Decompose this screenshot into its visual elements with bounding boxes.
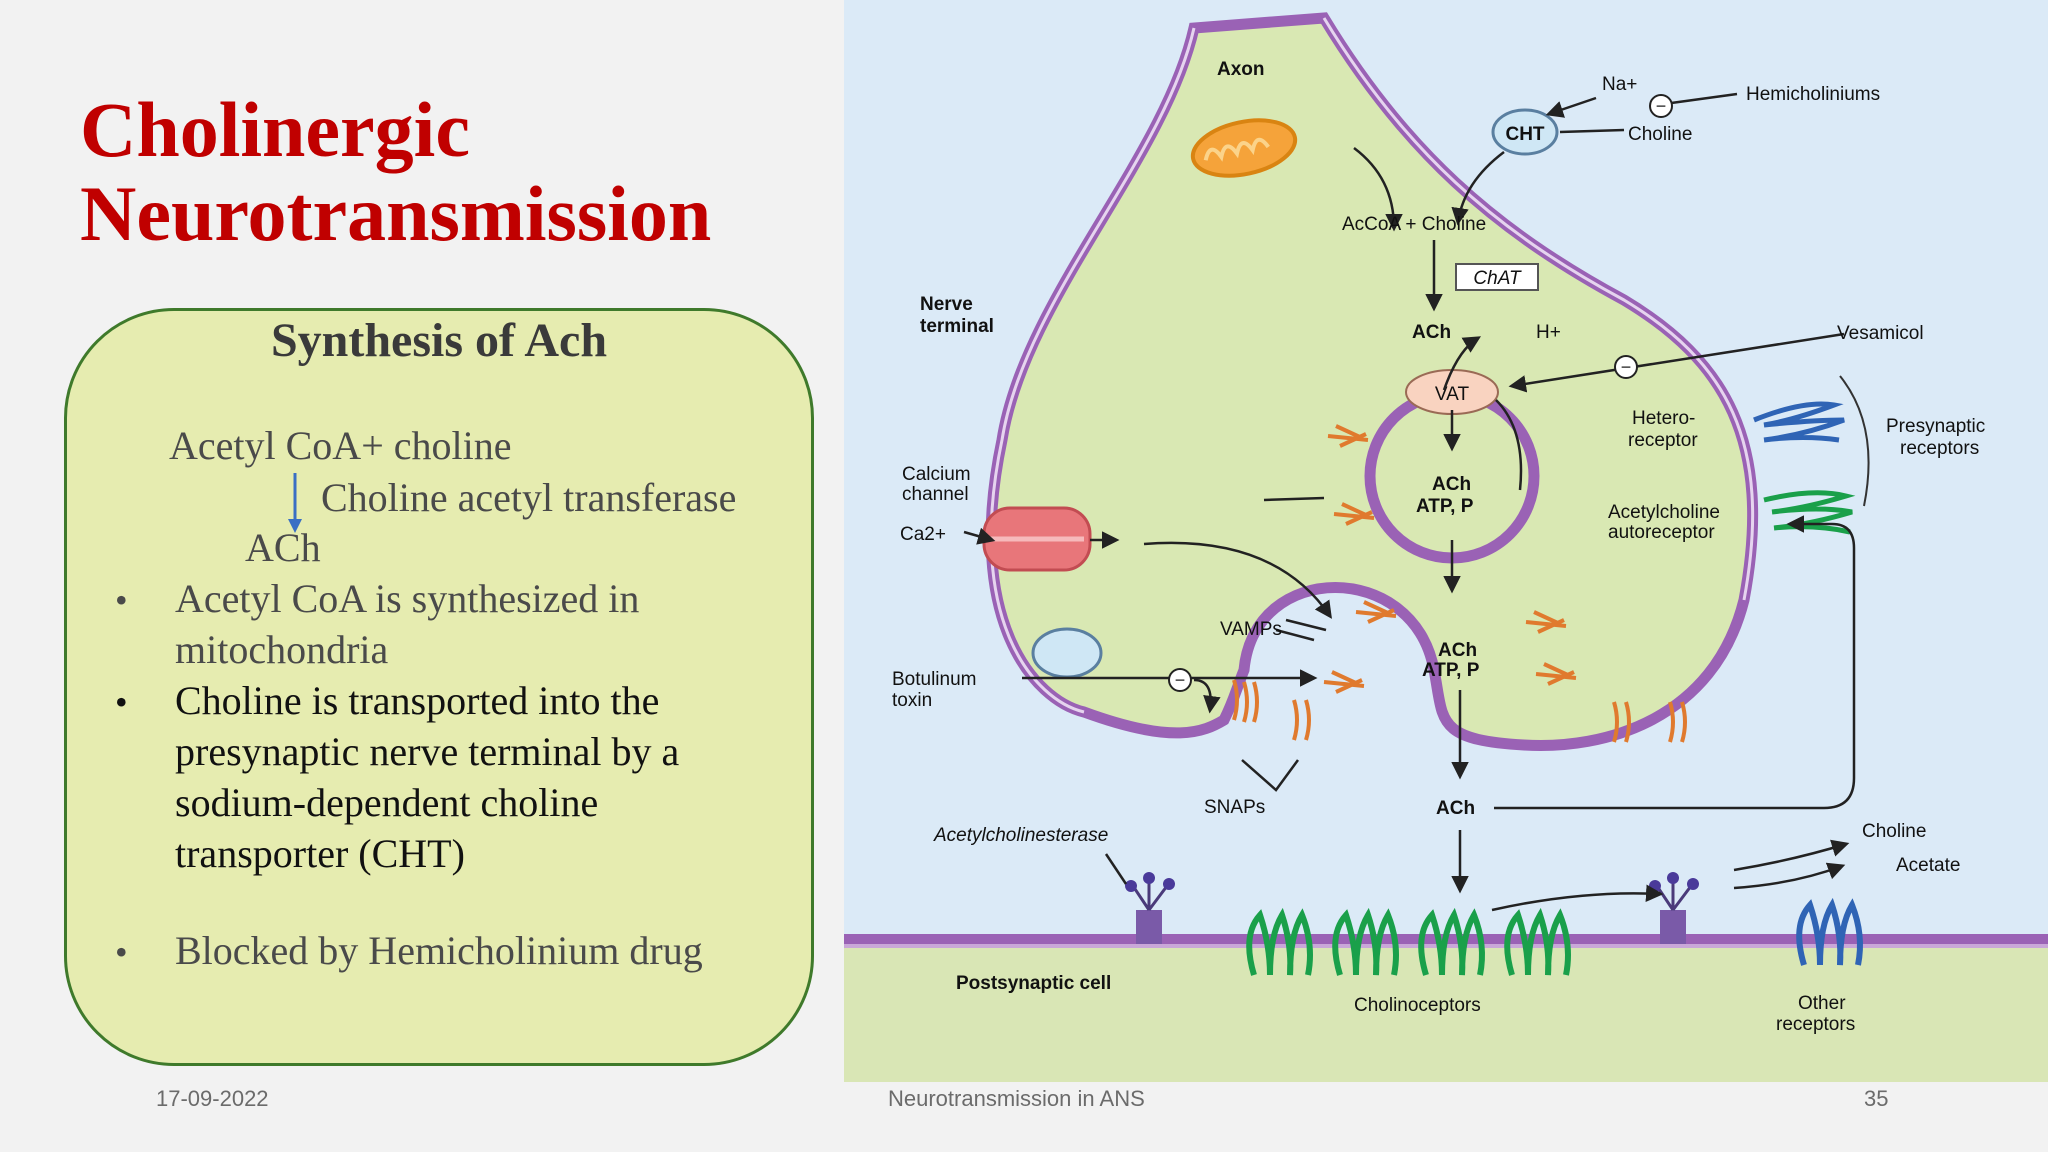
diagram-labels: Axon Na+ Hemicholiniums Choline AcCoA + … — [892, 59, 1985, 1035]
calcium-channel-icon — [982, 506, 1092, 572]
mitochondrion-icon — [1190, 118, 1298, 178]
cht-label: CHT — [1505, 124, 1544, 145]
ach-cleft-label: ACh — [1436, 798, 1475, 819]
presynaptic-label-2: receptors — [1900, 438, 1979, 459]
equation-substrate: Acetyl CoA+ choline — [169, 423, 512, 468]
bullet-text: Choline is transported into the presynap… — [175, 675, 679, 879]
other-receptors-label-2: receptors — [1776, 1014, 1855, 1035]
cht-transporter — [1491, 108, 1559, 156]
calcium-label-2: channel — [902, 484, 969, 505]
snaps-label: SNAPs — [1204, 797, 1265, 818]
vesicle-atp-label: ATP, P — [1416, 496, 1474, 517]
bullet-1-line-2: mitochondria — [175, 627, 389, 672]
presynaptic-label-1: Presynaptic — [1886, 416, 1985, 437]
acetylcholinesterase-icon — [1649, 872, 1699, 944]
bullet-2-line-1: Choline is transported into the — [175, 678, 660, 723]
vesamicol-label: Vesamicol — [1837, 323, 1924, 344]
inhibition-icon: − — [1649, 94, 1673, 118]
bullet-2-line-4: transporter (CHT) — [175, 831, 465, 876]
axon-label: Axon — [1217, 59, 1265, 80]
choline-bottom-label: Choline — [1862, 821, 1926, 842]
botulinum-label-1: Botulinum — [892, 669, 977, 690]
bullet-marker: • — [115, 682, 128, 722]
heteroreceptor-label-2: receptor — [1628, 430, 1698, 451]
page-number: 35 — [1864, 1086, 1889, 1111]
bullet-1-line-1: Acetyl CoA is synthesized in — [175, 576, 640, 621]
bullet-2-line-3: sodium-dependent choline — [175, 780, 599, 825]
equation-enzyme: Choline acetyl transferase — [321, 475, 737, 520]
chat-box — [1455, 263, 1539, 291]
svg-text:−: − — [1175, 670, 1186, 690]
cholinoceptor-icons — [1246, 907, 1571, 976]
footer-title: Neurotransmission in ANS — [888, 1086, 1145, 1111]
svg-text:−: − — [1656, 96, 1667, 116]
svg-text:−: − — [1621, 357, 1632, 377]
bullet-2-line-2: presynaptic nerve terminal by a — [175, 729, 680, 774]
inhibition-icon: − — [1168, 668, 1192, 692]
other-receptors-label-1: Other — [1798, 993, 1846, 1014]
heteroreceptor-label-1: Hetero- — [1632, 408, 1695, 429]
equation-product: ACh — [245, 525, 321, 570]
title-line-1: Cholinergic — [80, 86, 470, 173]
hemicholiniums-label: Hemicholiniums — [1746, 84, 1880, 105]
down-arrow-icon — [288, 473, 302, 533]
membrane-highlight-right — [1322, 17, 1755, 601]
hplus-label: H+ — [1536, 322, 1561, 343]
autoreceptor-label-1: Acetylcholine — [1608, 502, 1720, 523]
other-receptor-icon — [1796, 897, 1863, 966]
choline-top-label: Choline — [1628, 124, 1692, 145]
slide-title: Cholinergic Neurotransmission — [80, 88, 820, 256]
autoreceptor-label-2: autoreceptor — [1608, 522, 1715, 543]
fusion-atp-label: ATP, P — [1422, 660, 1480, 681]
postsynaptic-label: Postsynaptic cell — [956, 973, 1111, 994]
bullet-3-line-1: Blocked by Hemicholinium drug — [175, 928, 703, 973]
synthesis-panel: Synthesis of Ach Acetyl CoA+ choline Cho… — [64, 308, 814, 1066]
cholinoceptors-label: Cholinoceptors — [1354, 995, 1481, 1016]
pathway-arrows — [963, 92, 1856, 912]
botulinum-label-2: toxin — [892, 690, 932, 711]
acetate-label: Acetate — [1896, 855, 1960, 876]
na-label: Na+ — [1602, 74, 1637, 95]
footer-date: 17-09-2022 — [156, 1086, 269, 1111]
vat-label: VAT — [1435, 384, 1470, 405]
postsynaptic-cell-body — [844, 940, 2048, 1082]
acetylcholinesterase-label: Acetylcholinesterase — [933, 825, 1108, 846]
vesicle-ach-label: ACh — [1432, 474, 1471, 495]
fusion-ach-label: ACh — [1438, 640, 1477, 661]
snare-proteins — [1232, 424, 1687, 743]
nerve-terminal-label-1: Nerve — [920, 294, 973, 315]
nerve-terminal-label-2: terminal — [920, 316, 994, 337]
ach-label-1: ACh — [1412, 322, 1451, 343]
cholinergic-synapse-diagram: CHT VAT — [844, 0, 2048, 1082]
presynaptic-brace — [1839, 375, 1870, 507]
bullet-text: Blocked by Hemicholinium drug — [175, 925, 703, 976]
botulinum-toxin-icon — [1031, 627, 1103, 679]
ca-label: Ca2+ — [900, 524, 946, 545]
membrane-highlight-left — [989, 27, 1196, 714]
autoreceptor-icon — [1763, 490, 1856, 535]
inhibition-icon: − — [1614, 355, 1638, 379]
calcium-label-1: Calcium — [902, 464, 971, 485]
vamps-label: VAMPs — [1220, 619, 1282, 640]
bullet-marker: • — [115, 580, 128, 620]
bullet-marker: • — [115, 932, 128, 972]
accoa-label: AcCoA + Choline — [1342, 214, 1486, 235]
acetylcholinesterase-icon — [1125, 872, 1175, 944]
heteroreceptor-icon — [1753, 401, 1845, 443]
bullet-text: Acetyl CoA is synthesized in mitochondri… — [175, 573, 639, 675]
chat-label: ChAT — [1473, 268, 1522, 289]
panel-heading: Synthesis of Ach — [270, 314, 608, 367]
title-line-2: Neurotransmission — [80, 170, 712, 257]
